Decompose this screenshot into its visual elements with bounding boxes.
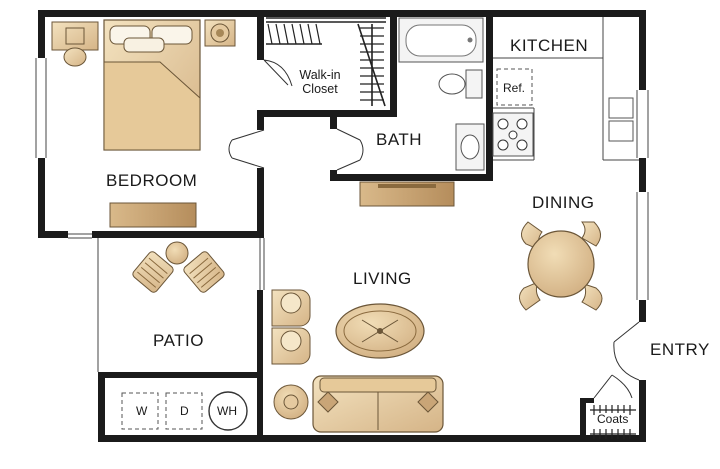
armchairs [271,289,311,365]
bath-vanity [455,123,485,171]
stove [492,112,534,157]
walls [38,10,646,442]
kitchen-label: KITCHEN [510,36,589,55]
entry-label: ENTRY [650,340,710,359]
kitchen-sink [608,97,634,142]
patio-furniture [132,241,225,293]
closet-hangers [267,23,384,101]
door-swings [228,59,640,399]
desk [51,21,99,67]
refrigerator-label: Ref. [503,81,526,95]
bathtub [398,17,484,63]
bed [103,19,201,151]
closet-label: Walk-in Closet [292,68,348,97]
laundry-appliances [121,391,248,431]
water-heater-label: WH [217,404,237,418]
thin-lines [35,17,649,372]
bedroom-label: BEDROOM [106,171,198,190]
bath-label: BATH [376,130,423,149]
coffee-table [335,303,425,359]
coats-label: Coats [596,412,630,426]
hallway-shelf [359,181,455,207]
living-label: LIVING [353,269,412,288]
toilet [438,69,483,99]
patio-label: PATIO [153,331,204,350]
dresser [109,202,197,228]
dining-label: DINING [532,193,595,212]
dryer-label: D [180,404,189,418]
closet-label-line1: Walk-in [299,68,341,82]
refrigerator [496,68,533,106]
closet-label-line2: Closet [302,82,338,97]
dining-set [519,221,603,311]
coat-rods [590,405,636,439]
nightstand [204,19,236,47]
washer-label: W [136,404,148,418]
sofa [312,375,444,433]
side-table [273,384,309,420]
